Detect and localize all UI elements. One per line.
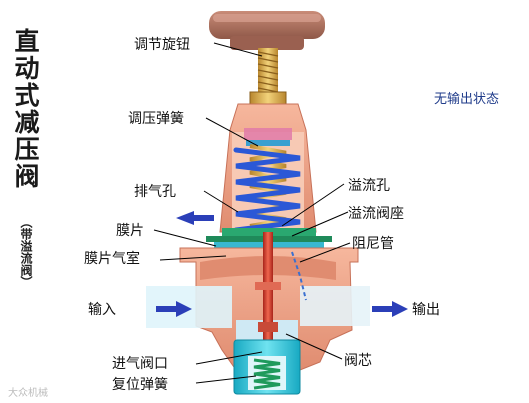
label-inlet-port: 进气阀口: [112, 356, 168, 372]
bottom-cap: [233, 339, 301, 395]
label-output: 输出: [412, 302, 440, 318]
watermark: 大众机械: [8, 388, 48, 399]
label-overflow-seat: 溢流阀座: [348, 206, 404, 222]
exhaust-arrow: [176, 211, 214, 225]
input-arrow: [156, 301, 192, 317]
state-text: 无输出状态: [434, 92, 500, 107]
diagram-title: 直动式减压阀: [11, 28, 40, 190]
label-damping-tube: 阻尼管: [352, 236, 394, 252]
label-diaphragm-chamber: 膜片气室: [84, 251, 140, 267]
flow-arrows: [156, 211, 408, 317]
valve-stem: [255, 232, 281, 356]
label-adjust-knob: 调节旋钮: [134, 37, 190, 53]
diagram-subtitle: （带溢流阀）: [19, 216, 33, 288]
label-return-spring: 复位弹簧: [112, 377, 168, 393]
output-arrow: [372, 301, 408, 317]
label-valve-core: 阀芯: [344, 353, 372, 369]
label-pressure-spring: 调压弹簧: [128, 111, 184, 127]
label-diaphragm: 膜片: [116, 223, 144, 239]
pressure-spring: [233, 144, 301, 233]
label-input: 输入: [88, 302, 116, 318]
label-overflow-hole: 溢流孔: [348, 178, 390, 194]
damping-tube-line: [291, 251, 307, 301]
adjust-screw: [249, 48, 287, 105]
label-exhaust-hole: 排气孔: [134, 184, 176, 200]
leader-lines: [153, 42, 351, 384]
adjust-knob: [209, 11, 325, 50]
